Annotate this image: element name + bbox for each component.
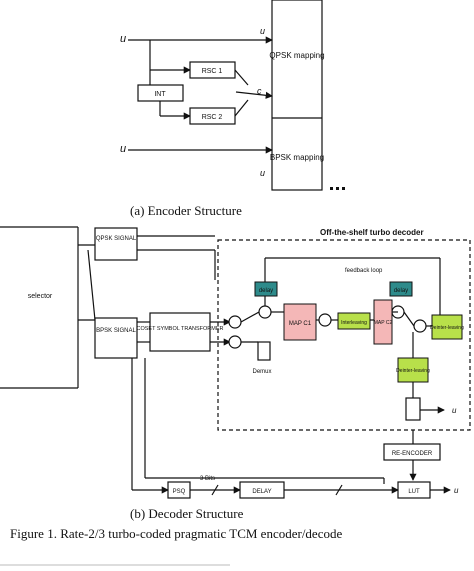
reencoder-label: RE-ENCODER	[392, 451, 433, 457]
u2-right-label: u	[260, 168, 265, 178]
delay-label-2: delay	[394, 288, 408, 294]
deinterleaving-box-2	[397, 357, 429, 383]
u2-input-label: u	[120, 143, 126, 155]
u1-out-label: u	[452, 406, 457, 415]
interleaving-box	[337, 312, 371, 330]
psq-label: PSQ	[173, 489, 186, 495]
int-label: INT	[154, 91, 166, 98]
encoder-caption: (a) Encoder Structure	[130, 203, 242, 218]
delay-main-label: DELAY	[252, 489, 271, 495]
qpsk-signal-box	[94, 227, 138, 261]
coset-box	[149, 312, 211, 352]
bpsk-signal-box	[94, 317, 138, 359]
bpsk-mapping-label: BPSK mapping	[270, 153, 324, 162]
feedback-label: feedback loop	[345, 268, 383, 274]
mapping-column	[271, 0, 323, 191]
bits-label: 3 Bits	[200, 476, 215, 482]
reencoder-box	[383, 443, 441, 461]
selector-label: selector	[28, 293, 53, 300]
delay-box-1	[254, 281, 278, 297]
deinterleaving-label-2: Deinter-leaving	[396, 368, 430, 374]
u-input-label: u	[120, 33, 126, 45]
qpsk-mapping-text: QPSK mapping	[269, 51, 324, 60]
offshelf-box	[217, 239, 471, 431]
decision-box	[405, 397, 421, 421]
figure-caption: Figure 1. Rate-2/3 turbo-coded pragmatic…	[10, 526, 342, 541]
encoder-diagram: u u RSC 1 INT RSC 2 c u u QPSK mapping B…	[120, 0, 345, 191]
map-c2-label: MAP C2	[374, 320, 393, 326]
decoder-diagram: selector QPSK SIGNAL BPSK SIGNAL COSET S…	[0, 226, 471, 499]
bpsk-signal-label: BPSK SIGNAL	[96, 328, 136, 334]
delay-box-2	[389, 281, 413, 297]
map-c1-label: MAP C1	[289, 321, 312, 327]
delay-label-1: delay	[259, 288, 273, 294]
c2-label: c	[257, 86, 262, 96]
u1-label: u	[260, 26, 265, 36]
demux-box	[257, 341, 271, 361]
bpsk-mapping-text: BPSK mapping	[270, 153, 324, 162]
demux-label: Demux	[252, 369, 271, 375]
qpsk-signal-label: QPSK SIGNAL	[96, 236, 137, 242]
offshelf-title: Off-the-shelf turbo decoder	[320, 228, 424, 237]
rsc2-label: RSC 2	[202, 114, 223, 121]
interleaving-label: Interleaving	[341, 320, 367, 326]
deinterleaving-label-1: Deinter-leaving	[430, 325, 464, 331]
map-c2-box	[373, 299, 393, 345]
decoder-caption: (b) Decoder Structure	[130, 506, 244, 521]
lut-label: LUT	[408, 489, 420, 495]
map-c1-box	[283, 303, 317, 341]
coset-label: COSET SYMBOL TRANSFORMER	[137, 326, 224, 332]
rsc1-label: RSC 1	[202, 68, 223, 75]
qpsk-mapping-label: QPSK mapping	[269, 51, 324, 60]
deinterleaving-box-1	[431, 314, 463, 340]
u2-out-label: u	[454, 486, 459, 495]
